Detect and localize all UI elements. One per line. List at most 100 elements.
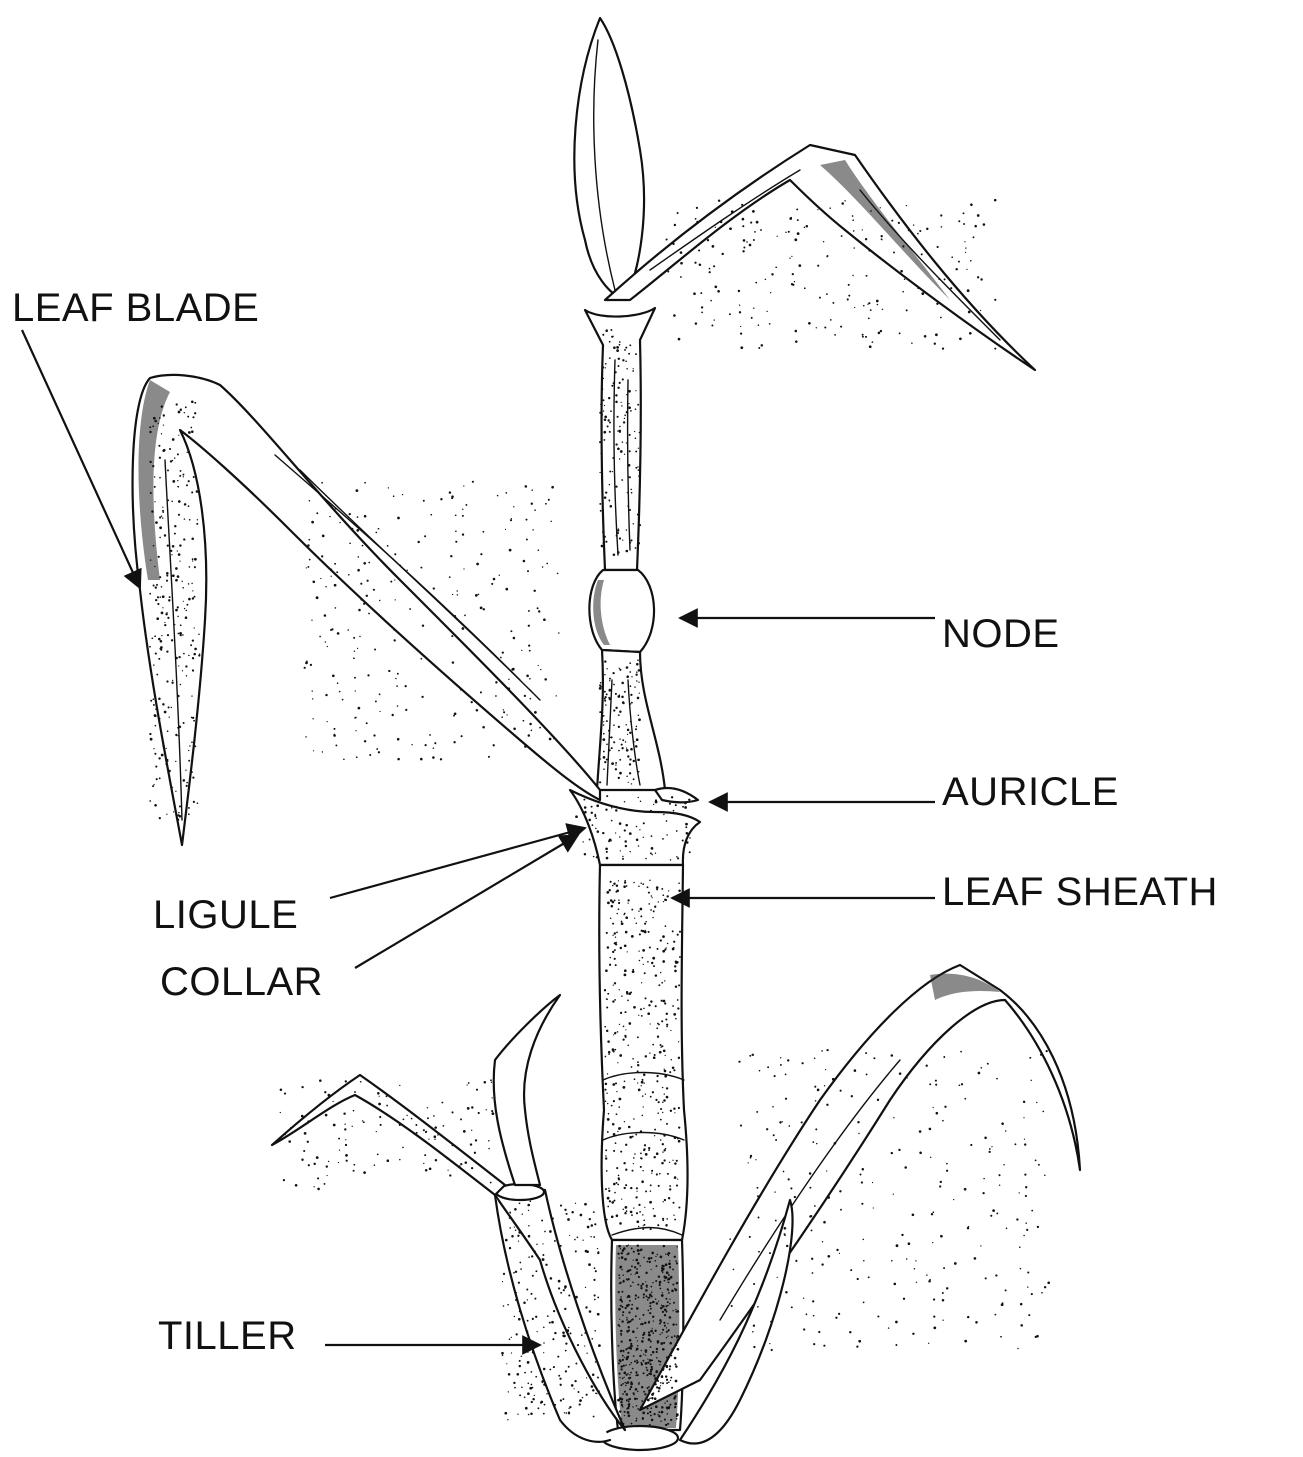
stipple-dot — [653, 1320, 654, 1321]
stipple-dot — [353, 1164, 355, 1166]
stipple-dot — [527, 1331, 528, 1332]
stipple-dot — [666, 1123, 668, 1125]
stipple-dot — [628, 1311, 630, 1313]
stipple-dot — [597, 830, 600, 833]
stipple-dot — [658, 1390, 660, 1392]
stipple-dot — [937, 246, 939, 248]
stipple-dot — [409, 608, 411, 610]
stipple-dot — [503, 1305, 505, 1307]
stipple-dot — [677, 999, 679, 1001]
stipple-dot — [544, 1231, 546, 1233]
stipple-dot — [641, 1081, 644, 1084]
stipple-dot — [171, 682, 173, 684]
stipple-dot — [658, 901, 659, 902]
stipple-dot — [457, 594, 458, 595]
stipple-dot — [662, 1087, 663, 1088]
stipple-dot — [454, 712, 457, 715]
stipple-dot — [527, 1299, 528, 1300]
stipple-dot — [626, 1317, 628, 1319]
stipple-dot — [940, 214, 942, 216]
stipple-dot — [565, 1342, 567, 1344]
stipple-dot — [667, 943, 668, 944]
stipple-dot — [159, 457, 161, 459]
stipple-dot — [320, 578, 321, 579]
stipple-dot — [627, 1252, 629, 1254]
stipple-dot — [808, 322, 811, 325]
stipple-dot — [1031, 1210, 1033, 1212]
stipple-dot — [780, 1057, 781, 1058]
stipple-dot — [329, 516, 330, 517]
stipple-dot — [586, 1353, 587, 1354]
stipple-dot — [750, 1157, 752, 1159]
stipple-dot — [856, 1345, 858, 1347]
stipple-dot — [599, 412, 601, 414]
stipple-dot — [626, 368, 628, 370]
stipple-dot — [519, 1365, 521, 1367]
stipple-dot — [758, 1217, 760, 1219]
stipple-dot — [540, 669, 541, 670]
stipple-dot — [667, 1301, 669, 1303]
stipple-dot — [599, 472, 600, 473]
stipple-dot — [668, 1252, 671, 1255]
stipple-dot — [625, 361, 627, 363]
stipple-dot — [567, 1218, 570, 1221]
stipple-dot — [742, 225, 744, 227]
stipple-dot — [185, 406, 187, 408]
stipple-dot — [615, 806, 616, 807]
stipple-dot — [625, 1144, 627, 1146]
stipple-dot — [488, 756, 490, 758]
stipple-dot — [721, 253, 723, 255]
stipple-dot — [604, 696, 606, 698]
stipple-dot — [752, 1054, 754, 1056]
stipple-dot — [627, 1381, 630, 1384]
stipple-dot — [786, 1245, 788, 1247]
stipple-dot — [629, 763, 631, 765]
stipple-dot — [609, 484, 610, 485]
stipple-dot — [609, 421, 611, 423]
stipple-dot — [665, 1424, 667, 1426]
stipple-dot — [649, 1424, 651, 1426]
stipple-dot — [597, 1313, 600, 1316]
stipple-dot — [614, 371, 616, 373]
stipple-dot — [603, 439, 605, 441]
stipple-dot — [663, 1342, 665, 1344]
stipple-dot — [630, 1347, 632, 1349]
stipple-dot — [641, 1115, 643, 1117]
stipple-dot — [505, 529, 506, 530]
stipple-dot — [620, 1248, 621, 1249]
stipple-dot — [617, 532, 619, 534]
stipple-dot — [616, 1091, 617, 1092]
stipple-dot — [848, 295, 850, 297]
stipple-dot — [628, 1304, 630, 1306]
stipple-dot — [669, 1071, 671, 1073]
stipple-dot — [630, 721, 632, 723]
stipple-dot — [1019, 1246, 1021, 1248]
stipple-dot — [378, 528, 380, 530]
stipple-dot — [932, 1211, 934, 1213]
stipple-dot — [607, 946, 610, 949]
stipple-dot — [936, 1112, 939, 1115]
stipple-dot — [449, 1174, 451, 1176]
stipple-dot — [527, 1382, 529, 1384]
stipple-dot — [566, 1412, 568, 1414]
stipple-dot — [528, 610, 530, 612]
stipple-dot — [159, 718, 161, 720]
stipple-dot — [619, 382, 621, 384]
stipple-dot — [511, 1235, 514, 1238]
stipple-dot — [655, 974, 657, 976]
stipple-dot — [172, 480, 175, 483]
stipple-dot — [636, 1363, 637, 1364]
stipple-dot — [757, 1306, 759, 1308]
stipple-dot — [614, 982, 616, 984]
stipple-dot — [597, 1252, 599, 1254]
stipple-dot — [386, 1105, 388, 1107]
stipple-dot — [615, 964, 617, 966]
stipple-dot — [609, 1200, 611, 1202]
stipple-dot — [192, 597, 194, 599]
stipple-dot — [604, 419, 607, 422]
stipple-dot — [902, 245, 904, 247]
stipple-dot — [919, 1130, 922, 1133]
stipple-dot — [587, 1226, 590, 1229]
stipple-dot — [627, 1411, 630, 1414]
stipple-dot — [657, 1224, 659, 1226]
